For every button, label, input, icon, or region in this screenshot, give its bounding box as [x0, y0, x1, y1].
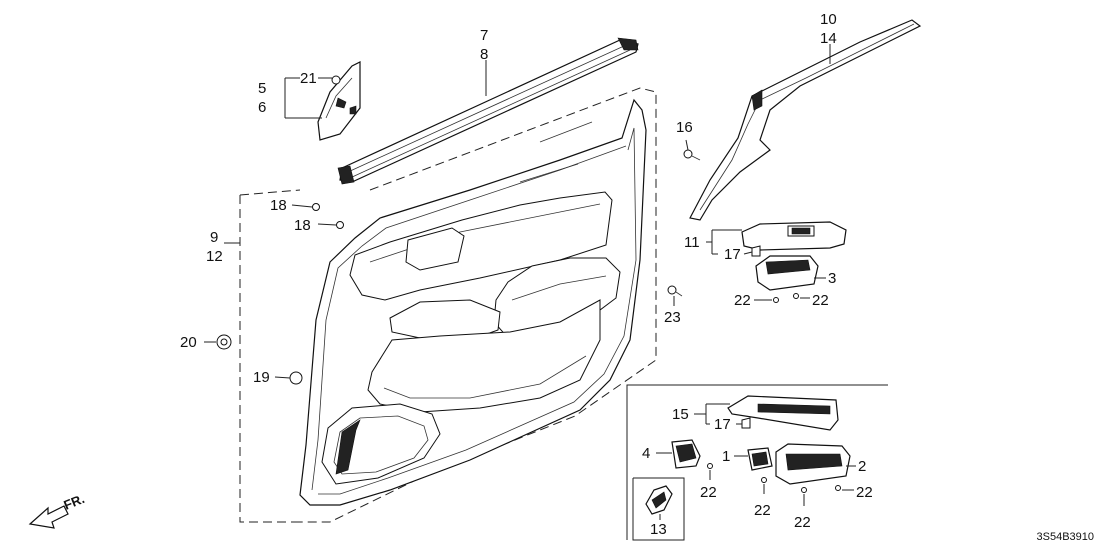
label-22a: 22	[734, 292, 751, 309]
front-label: FR.	[62, 491, 87, 513]
label-12: 12	[206, 248, 223, 265]
label-10: 10	[820, 11, 837, 28]
label-14: 14	[820, 30, 837, 47]
label-22e: 22	[754, 502, 771, 519]
label-21: 21	[300, 70, 317, 87]
label-23: 23	[664, 309, 681, 326]
fasteners	[216, 75, 841, 493]
label-17a: 17	[724, 246, 741, 263]
front-direction-indicator: FR.	[28, 491, 87, 529]
inner-weatherstrip	[337, 37, 639, 185]
door-lining-frame	[239, 87, 657, 523]
label-16: 16	[676, 119, 693, 136]
label-9: 9	[210, 229, 218, 246]
part-labels: 5 6 21 7 8 10 14 9 12 18 18 20 19 16 11 …	[180, 11, 873, 538]
label-22d: 22	[856, 484, 873, 501]
switch-panel-upper	[741, 221, 847, 251]
main-switch-inset	[775, 443, 851, 485]
label-4: 4	[642, 445, 650, 462]
label-6: 6	[258, 99, 266, 116]
label-7: 7	[480, 27, 488, 44]
label-5: 5	[258, 80, 266, 97]
door-lining-panel	[299, 98, 647, 506]
label-22f: 22	[794, 514, 811, 531]
switch-inset-frame	[626, 384, 888, 541]
mirror-switch-inset	[747, 447, 773, 471]
label-13: 13	[650, 521, 667, 538]
upper-garnish	[689, 19, 922, 221]
label-17b: 17	[714, 416, 731, 433]
label-18a: 18	[270, 197, 287, 214]
front-arrow-icon	[28, 505, 69, 529]
bracket-13	[645, 485, 673, 515]
label-18b: 18	[294, 217, 311, 234]
label-22c: 22	[700, 484, 717, 501]
power-window-switch-upper	[755, 255, 819, 291]
switch-4	[671, 439, 701, 469]
label-11: 11	[684, 234, 700, 251]
label-1: 1	[722, 448, 730, 465]
diagram-code: 3S54B3910	[1037, 531, 1095, 543]
label-2: 2	[858, 458, 866, 475]
label-19: 19	[253, 369, 270, 386]
label-8: 8	[480, 46, 488, 63]
label-3: 3	[828, 270, 836, 287]
leader-lines	[204, 44, 856, 520]
label-15: 15	[672, 406, 689, 423]
label-20: 20	[180, 334, 197, 351]
mirror-corner-garnish	[317, 61, 361, 141]
label-22b: 22	[812, 292, 829, 309]
switch-panel-inset	[727, 395, 839, 431]
